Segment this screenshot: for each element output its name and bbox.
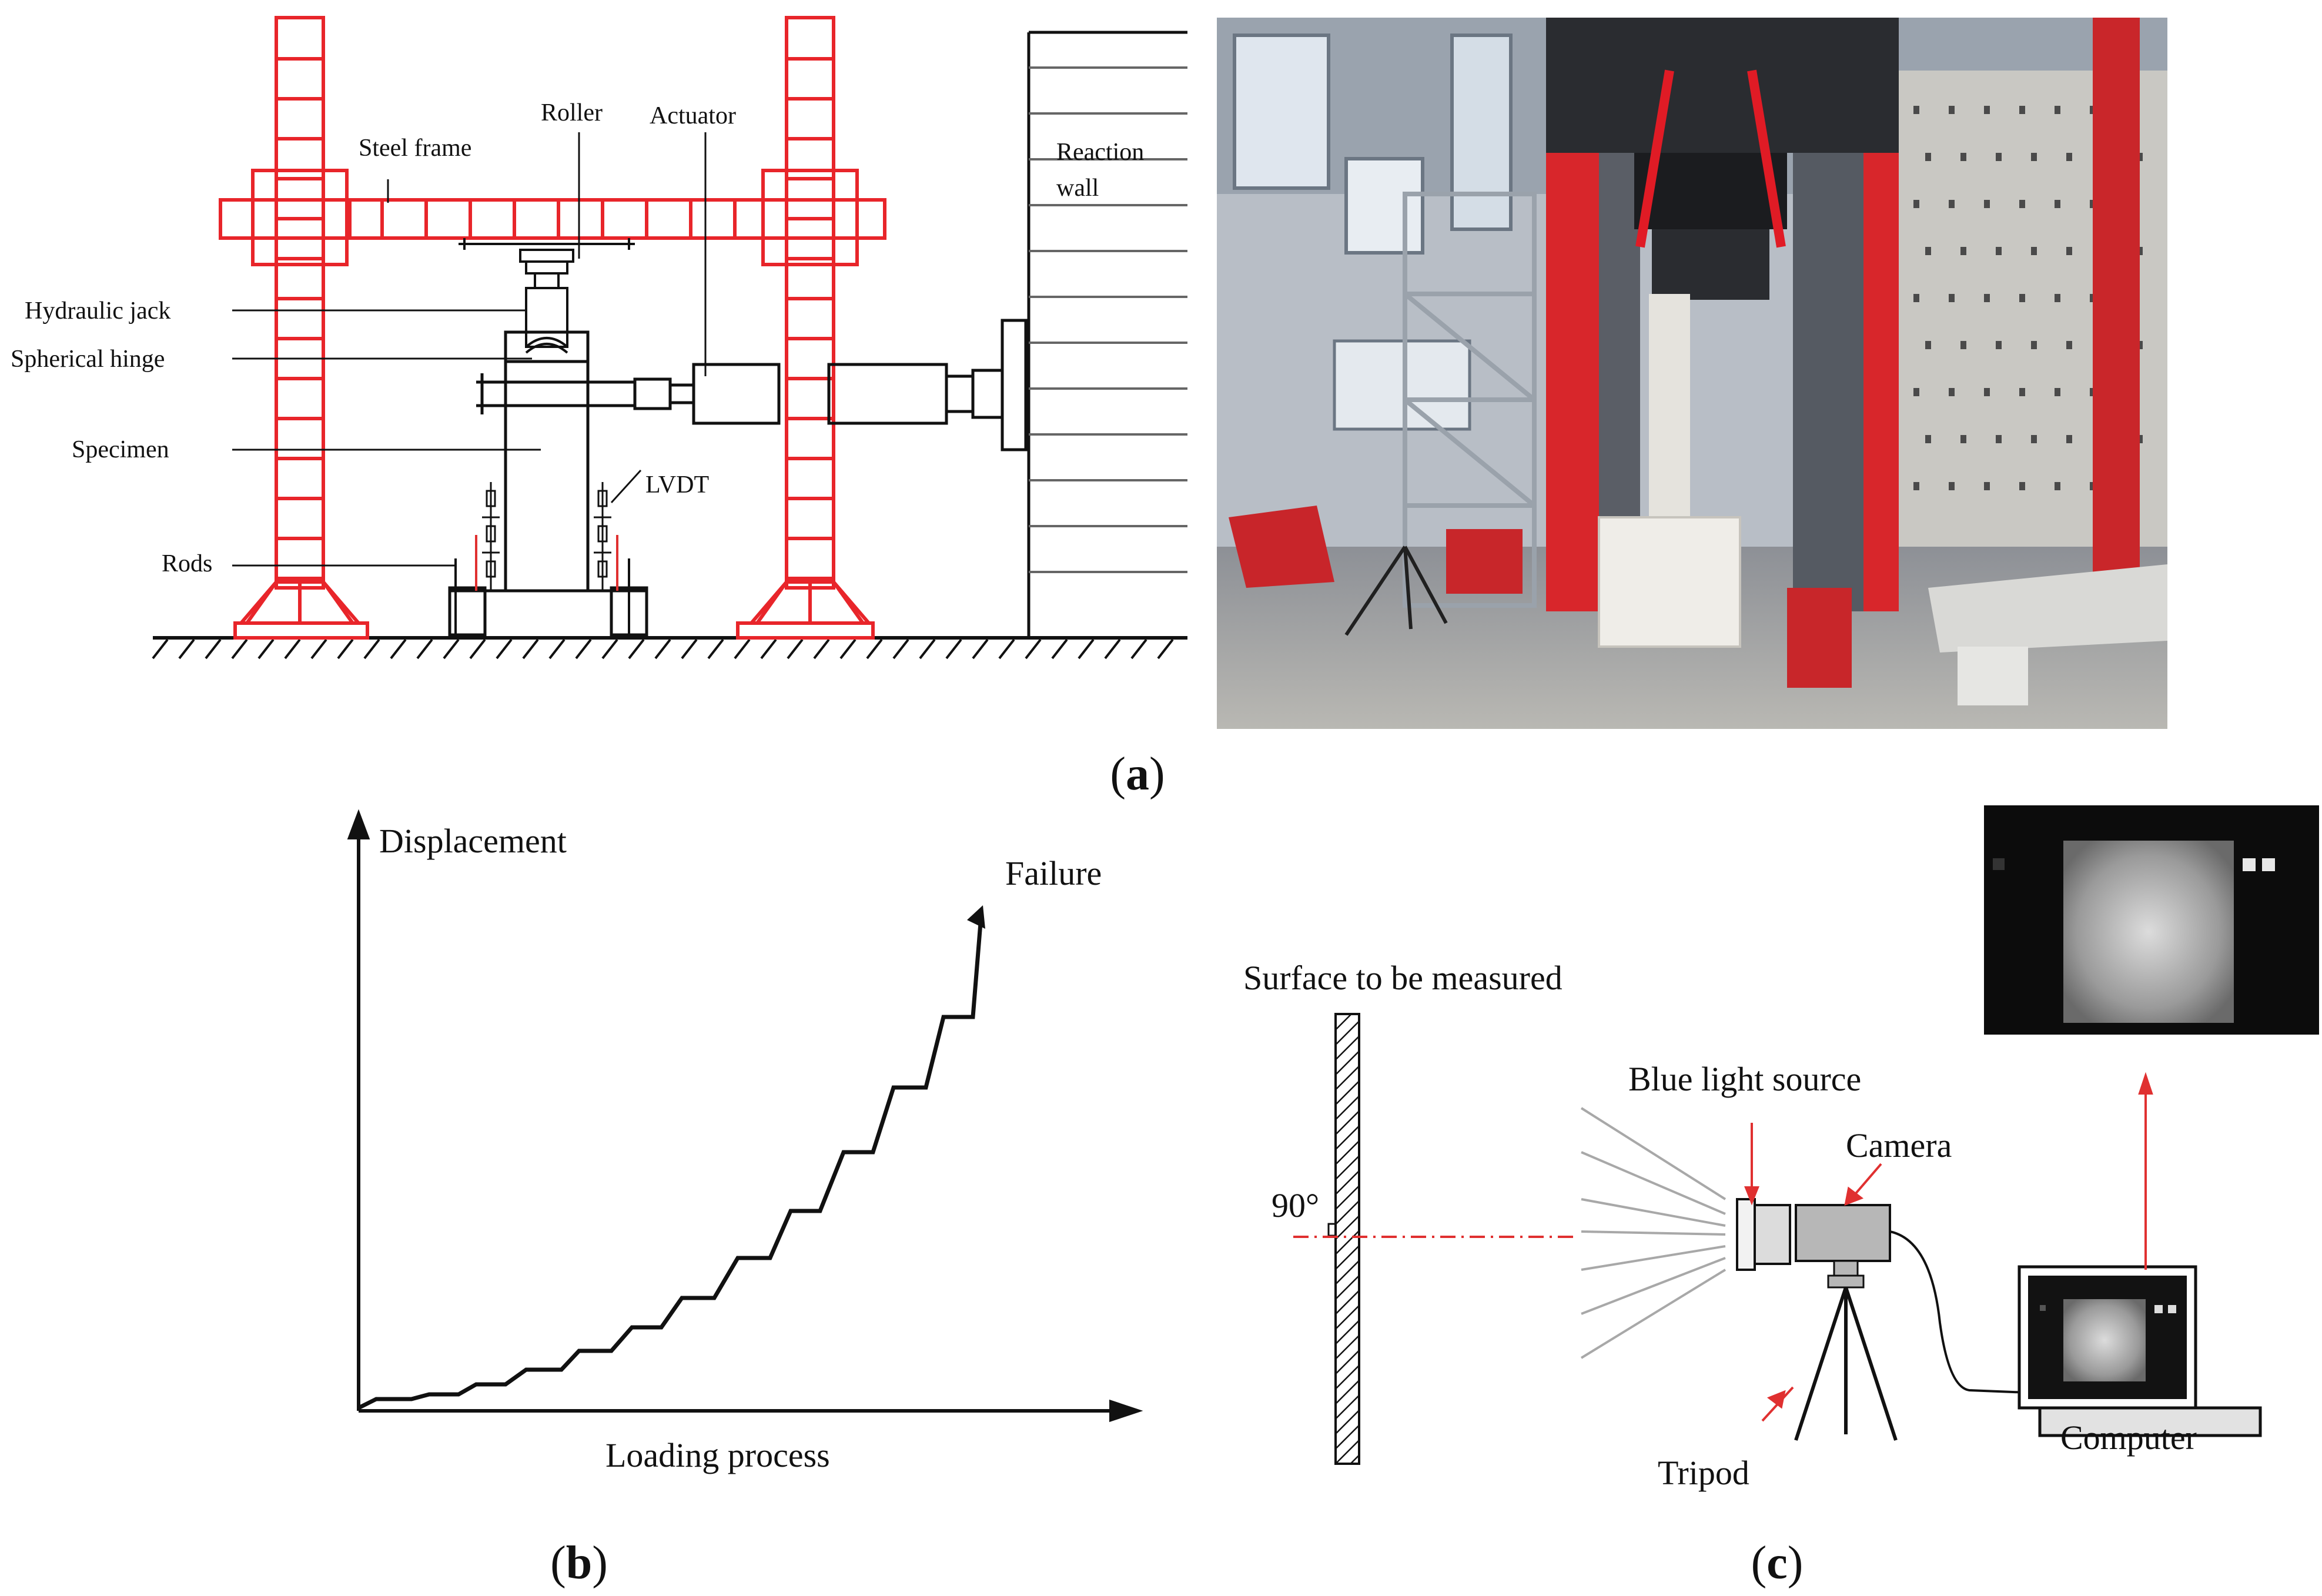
label-failure: Failure — [1005, 854, 1102, 892]
panel-label-b: (b) — [550, 1537, 608, 1589]
axis-label-displacement: Displacement — [379, 822, 567, 860]
label-steel-frame: Steel frame — [359, 135, 471, 162]
label-roller: Roller — [541, 99, 603, 126]
reaction-wall — [1027, 31, 1187, 638]
lvdt-sensors — [482, 482, 611, 591]
label-reaction-wall-line1: Reaction — [1056, 139, 1144, 166]
leader-lines — [232, 132, 707, 567]
label-hydraulic-jack: Hydraulic jack — [25, 297, 170, 324]
axis-label-loading-process: Loading process — [605, 1436, 830, 1474]
panel-label-c: (c) — [1751, 1537, 1804, 1589]
label-tripod: Tripod — [1658, 1454, 1749, 1492]
curve-arrowhead — [967, 905, 985, 929]
label-specimen: Specimen — [72, 436, 169, 463]
steel-frame-beam — [219, 198, 886, 240]
label-reaction-wall-line2: wall — [1056, 175, 1099, 202]
hydraulic-jack — [525, 287, 568, 354]
light-rays — [1580, 1107, 1727, 1359]
panel-label-a: (a) — [1110, 748, 1165, 800]
tripod — [1794, 1287, 1898, 1441]
right-reaction-column — [736, 16, 875, 640]
label-90-degree: 90° — [1272, 1186, 1319, 1224]
label-lvdt: LVDT — [645, 471, 709, 498]
actuator — [476, 319, 1028, 451]
loading-protocol-diagram: Displacement Loading process Failure — [347, 809, 1143, 1474]
stepwise-displacement-curve — [357, 922, 983, 1410]
label-spherical-hinge: Spherical hinge — [11, 346, 165, 373]
camera-cable — [1889, 1230, 2043, 1394]
dic-measurement-setup: Surface to be measured 90° Blue light so… — [1243, 805, 2319, 1492]
label-surface: Surface to be measured — [1243, 959, 1563, 997]
left-reaction-column — [233, 16, 369, 640]
label-actuator: Actuator — [650, 102, 736, 129]
loading-setup-schematic: Steel frame Roller Actuator Reaction wal… — [11, 16, 1187, 660]
captured-speckle-image — [1984, 805, 2319, 1035]
label-rods: Rods — [162, 550, 212, 577]
measured-surface — [1334, 1013, 1360, 1465]
camera-body — [1795, 1204, 1891, 1262]
lab-photo — [1217, 18, 2167, 729]
label-camera: Camera — [1846, 1126, 1952, 1165]
label-computer: Computer — [2060, 1418, 2197, 1457]
camera-lens — [1754, 1204, 1791, 1265]
roller — [459, 238, 635, 289]
annotation-arrows — [1744, 1072, 2153, 1422]
blue-light-source — [1736, 1198, 1756, 1271]
rods — [454, 535, 630, 638]
axes — [347, 809, 1143, 1423]
label-blue-light-source: Blue light source — [1628, 1060, 1861, 1098]
computer — [2017, 1265, 2262, 1437]
